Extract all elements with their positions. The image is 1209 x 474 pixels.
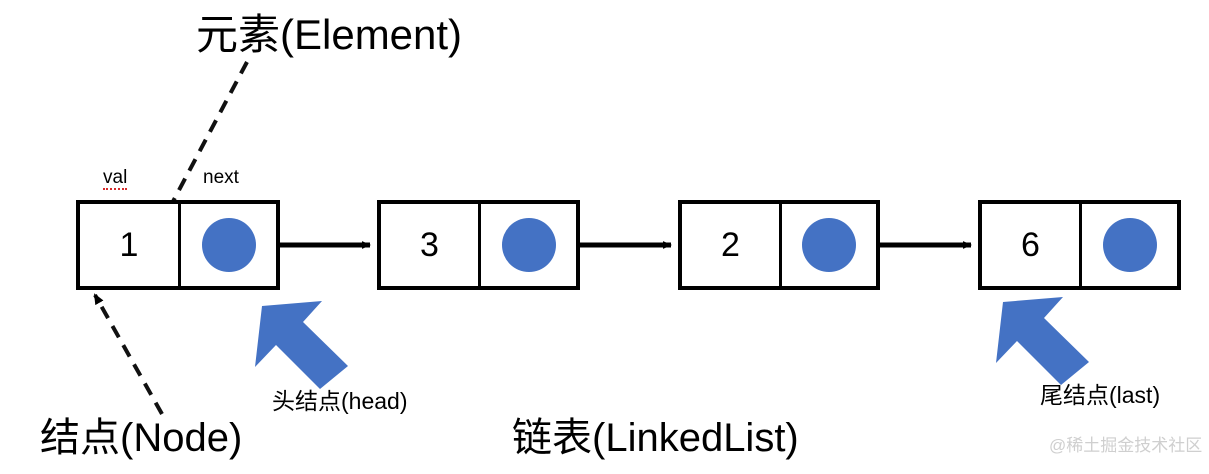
field-label-val-text: val [103, 167, 128, 190]
next-pointer-dot [1102, 218, 1157, 272]
page-title: 元素(Element) [196, 11, 463, 58]
list-node-1[interactable]: 1 [76, 200, 280, 290]
node-2-next-cell [478, 204, 576, 286]
node-1-value: 1 [119, 225, 139, 264]
node-3-next-cell [779, 204, 876, 286]
node-3-value: 2 [721, 225, 740, 264]
caption-node: 结点(Node) [40, 416, 243, 460]
list-node-3[interactable]: 2 [678, 200, 880, 290]
next-pointer-dot [802, 218, 856, 272]
last-block-arrow [996, 297, 1089, 385]
field-label-next: next [203, 167, 239, 188]
head-block-arrow [255, 301, 348, 389]
node-callout-arrow [93, 293, 164, 415]
node-2-value: 3 [420, 225, 439, 264]
element-callout-arrow [150, 61, 249, 243]
field-label-val: val [103, 167, 128, 190]
node-4-value: 6 [1021, 225, 1040, 264]
caption-linkedlist: 链表(LinkedList) [512, 416, 799, 460]
node-4-next-cell [1079, 204, 1177, 286]
next-pointer-dot [201, 218, 256, 272]
caption-last: 尾结点(last) [1040, 382, 1161, 408]
watermark: @稀土掘金技术社区 [1049, 436, 1203, 455]
next-pointer-dot [501, 218, 556, 272]
node-1-next-cell [178, 204, 276, 286]
list-node-4[interactable]: 6 [978, 200, 1181, 290]
list-node-2[interactable]: 3 [377, 200, 580, 290]
caption-head: 头结点(head) [272, 388, 408, 414]
